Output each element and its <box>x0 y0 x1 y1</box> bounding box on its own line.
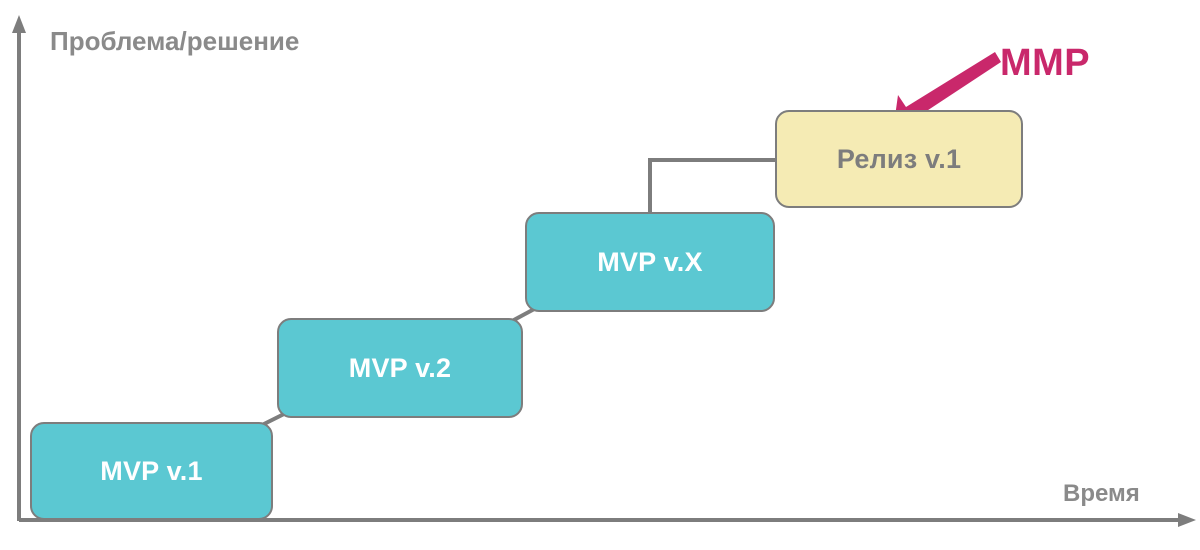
x-axis-label: Время <box>1063 480 1140 507</box>
y-axis-arrowhead <box>12 15 26 33</box>
step-box-mvp-v2[interactable]: MVP v.2 <box>277 318 523 418</box>
mmp-annotation-label: MMP <box>1000 42 1091 84</box>
y-axis-label: Проблема/решение <box>50 26 300 56</box>
step-box-mvp-vx[interactable]: MVP v.X <box>525 212 775 312</box>
x-axis-arrowhead <box>1178 513 1196 527</box>
step-box-mvp-v1[interactable]: MVP v.1 <box>30 422 273 520</box>
step-box-release-v1[interactable]: Релиз v.1 <box>775 110 1023 208</box>
